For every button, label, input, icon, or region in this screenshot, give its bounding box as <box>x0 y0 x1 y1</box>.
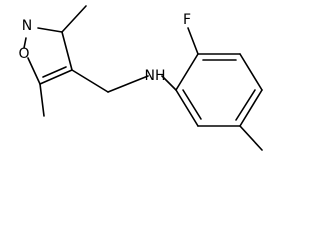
bond-c6-c1-double <box>182 89 202 120</box>
isoxazole-oxygen-label: O <box>18 46 29 62</box>
bond-o1-n2 <box>23 37 27 49</box>
bond-c4-c5-double <box>42 66 67 78</box>
bond-c3-c4 <box>61 31 73 71</box>
bond-c1-c2 <box>175 53 199 91</box>
amine-label: NH <box>145 68 166 84</box>
bond-c5-methyl <box>39 83 45 117</box>
bond-c5-o1 <box>27 57 41 85</box>
bond-c4-c5 <box>239 89 263 127</box>
bond-c2-fluorine <box>187 27 199 55</box>
bond-c4-methyl <box>239 125 263 151</box>
bond-c4-ch2 <box>71 69 109 93</box>
isoxazole-ring <box>23 27 73 85</box>
chemical-structure-diagram: N O NH F <box>18 5 263 151</box>
bond-c6-c1 <box>175 89 199 127</box>
bond-c4-c5-double <box>235 89 256 121</box>
bond-n2-c3 <box>37 27 63 33</box>
isoxazole-nitrogen-label: N <box>22 18 32 34</box>
benzene-ring <box>161 53 263 127</box>
bond-c3-methyl <box>61 5 87 33</box>
bond-c4-c5 <box>39 69 73 85</box>
bond-c3-c4 <box>239 53 263 91</box>
fluorine-label: F <box>183 12 191 28</box>
bond-ch2-nh <box>107 75 149 93</box>
bond-nh-c1 <box>161 75 177 91</box>
